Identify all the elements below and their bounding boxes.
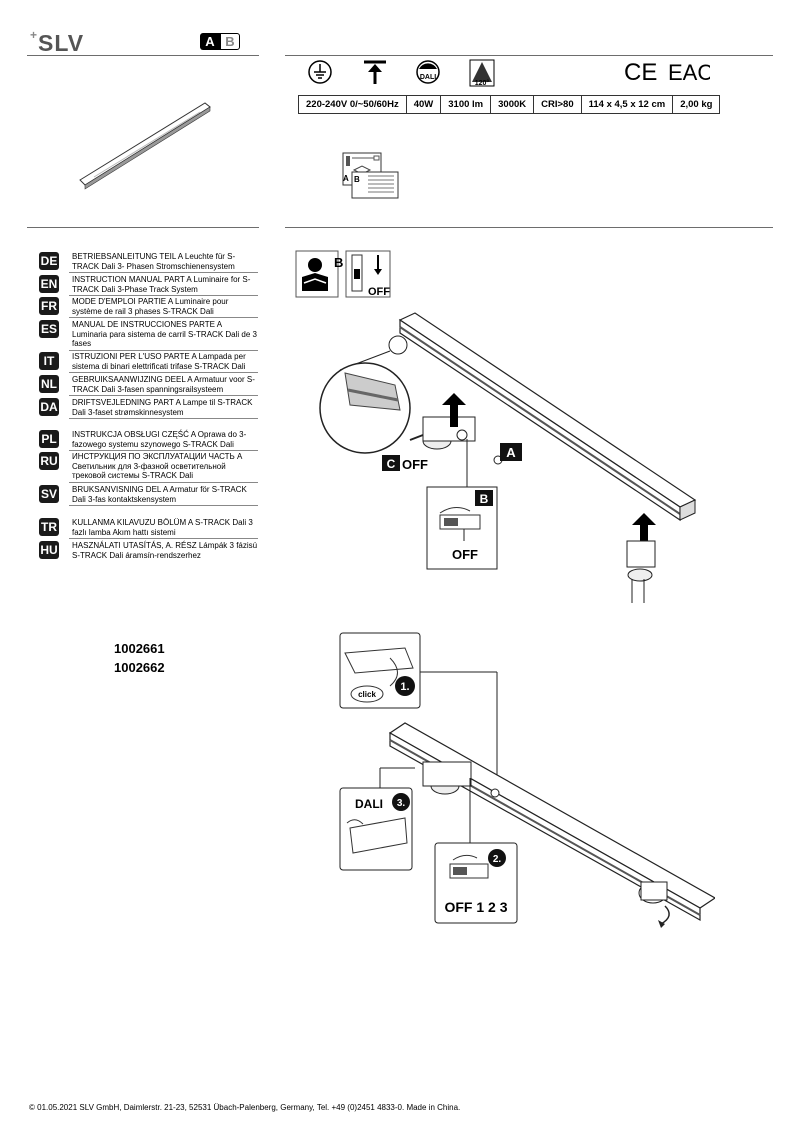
spec-lumen: 3100 lm <box>440 95 492 114</box>
svg-text:2.: 2. <box>493 854 502 865</box>
ceiling-mount-icon <box>364 60 386 84</box>
svg-text:CE: CE <box>624 59 657 86</box>
part-b-badge: B <box>220 33 240 50</box>
svg-text:OFF: OFF <box>368 286 390 298</box>
svg-text:B: B <box>354 175 360 184</box>
part-a-badge: A <box>200 33 220 50</box>
svg-text:DALI: DALI <box>420 74 436 81</box>
svg-text:OFF: OFF <box>452 547 478 562</box>
manual-booklets-icon: A B <box>342 152 399 199</box>
ce-mark-icon: CE <box>624 59 657 86</box>
model-number: 1002662 <box>114 660 165 675</box>
spec-weight: 2,00 kg <box>672 95 721 114</box>
svg-text:A: A <box>506 445 516 460</box>
divider <box>285 55 773 56</box>
spec-cct: 3000K <box>490 95 535 114</box>
divider <box>27 227 259 228</box>
svg-text:OFF 1 2 3: OFF 1 2 3 <box>444 899 507 915</box>
spec-voltage: 220-240V 0/~50/60Hz <box>298 95 407 114</box>
svg-text:120°: 120° <box>475 79 490 87</box>
svg-text:click: click <box>358 690 376 699</box>
svg-text:A: A <box>343 174 349 183</box>
model-number: 1002661 <box>114 641 165 656</box>
product-image <box>79 102 211 190</box>
spec-table: 220-240V 0/~50/60Hz 40W 3100 lm 3000K CR… <box>298 95 721 114</box>
svg-text:EAC: EAC <box>668 60 710 85</box>
brand-logo: +SLV <box>30 28 85 56</box>
svg-text:C: C <box>387 457 396 471</box>
svg-text:3.: 3. <box>397 798 406 809</box>
divider <box>27 55 259 56</box>
divider <box>285 227 773 228</box>
svg-text:DALI: DALI <box>355 797 383 811</box>
svg-text:1.: 1. <box>400 681 409 693</box>
installation-diagram-2: click 1. DALI 3. 2. OFF 1 2 3 <box>339 632 715 928</box>
icon-row: DALI 120° CE EAC <box>308 59 710 87</box>
spec-cri: CRI>80 <box>533 95 582 114</box>
svg-text:B: B <box>480 492 489 506</box>
power-off-icon: OFF <box>345 250 391 298</box>
read-manual-icon: B <box>295 250 343 298</box>
installation-diagram-1: B OFF A C OFF B OFF <box>295 250 697 603</box>
beam-angle-icon: 120° <box>469 59 495 87</box>
part-indicator: A B <box>200 33 240 50</box>
spec-dimensions: 114 x 4,5 x 12 cm <box>580 95 674 114</box>
earth-icon <box>308 60 332 84</box>
svg-text:OFF: OFF <box>402 457 428 472</box>
footer: © 01.05.2021 SLV GmbH, Daimlerstr. 21-23… <box>29 1103 461 1112</box>
spec-row: 220-240V 0/~50/60Hz 40W 3100 lm 3000K CR… <box>298 95 721 114</box>
svg-text:B: B <box>334 255 343 270</box>
eac-mark-icon: EAC <box>668 60 710 85</box>
spec-power: 40W <box>405 95 442 114</box>
dali-icon: DALI <box>416 60 440 84</box>
